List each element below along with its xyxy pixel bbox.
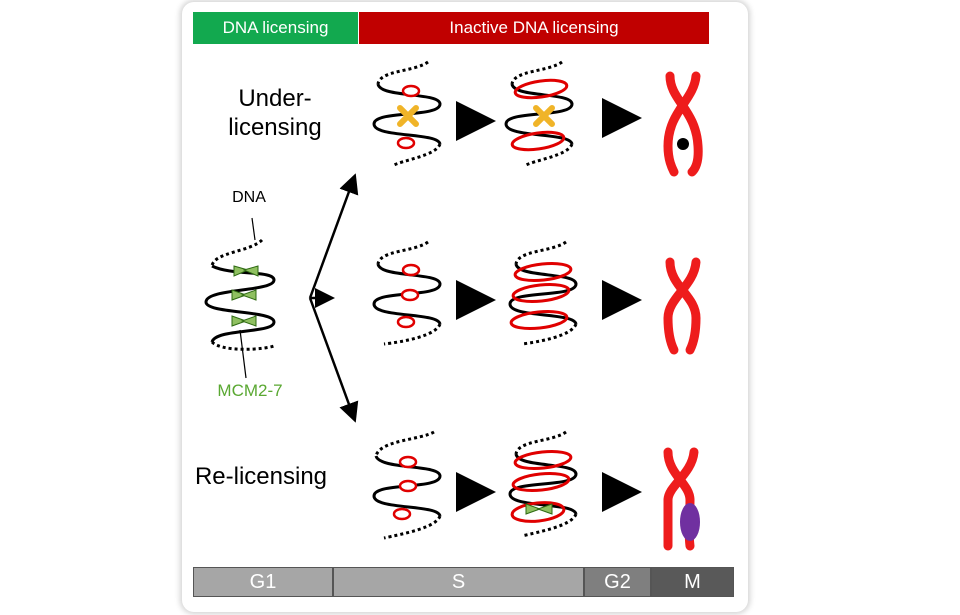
normal-late-s (508, 240, 578, 346)
re-licensing-label: Re-licensing (194, 463, 328, 490)
under-licensing-early-s (372, 60, 442, 168)
chromosome-normal (663, 257, 701, 355)
dna-licensing-header: DNA licensing (193, 12, 358, 44)
chromosome-broken (663, 71, 703, 177)
mcm2-7-label: MCM2-7 (217, 381, 283, 400)
under-licensing-text: Under- licensing (228, 85, 322, 141)
phase-m: M (651, 567, 734, 597)
re-licensed-mcm-icon (525, 503, 553, 515)
re-licensing-late-s (508, 430, 578, 538)
under-licensing-late-s (504, 60, 574, 168)
phase-s: S (333, 567, 584, 597)
re-licensing-early-s (372, 430, 442, 540)
mcm-pointer (239, 329, 247, 379)
dna-pointer (251, 217, 256, 241)
phase-g2: G2 (584, 567, 651, 597)
inactive-dna-licensing-header: Inactive DNA licensing (359, 12, 709, 44)
phase-g1: G1 (193, 567, 333, 597)
branch-arrows (308, 173, 359, 423)
mcm-complexes (231, 265, 259, 327)
normal-early-s (372, 240, 442, 346)
chromosome-re-replicated (663, 447, 700, 551)
dna-label: DNA (232, 189, 266, 206)
under-licensing-label: Under- licensing (215, 84, 335, 142)
